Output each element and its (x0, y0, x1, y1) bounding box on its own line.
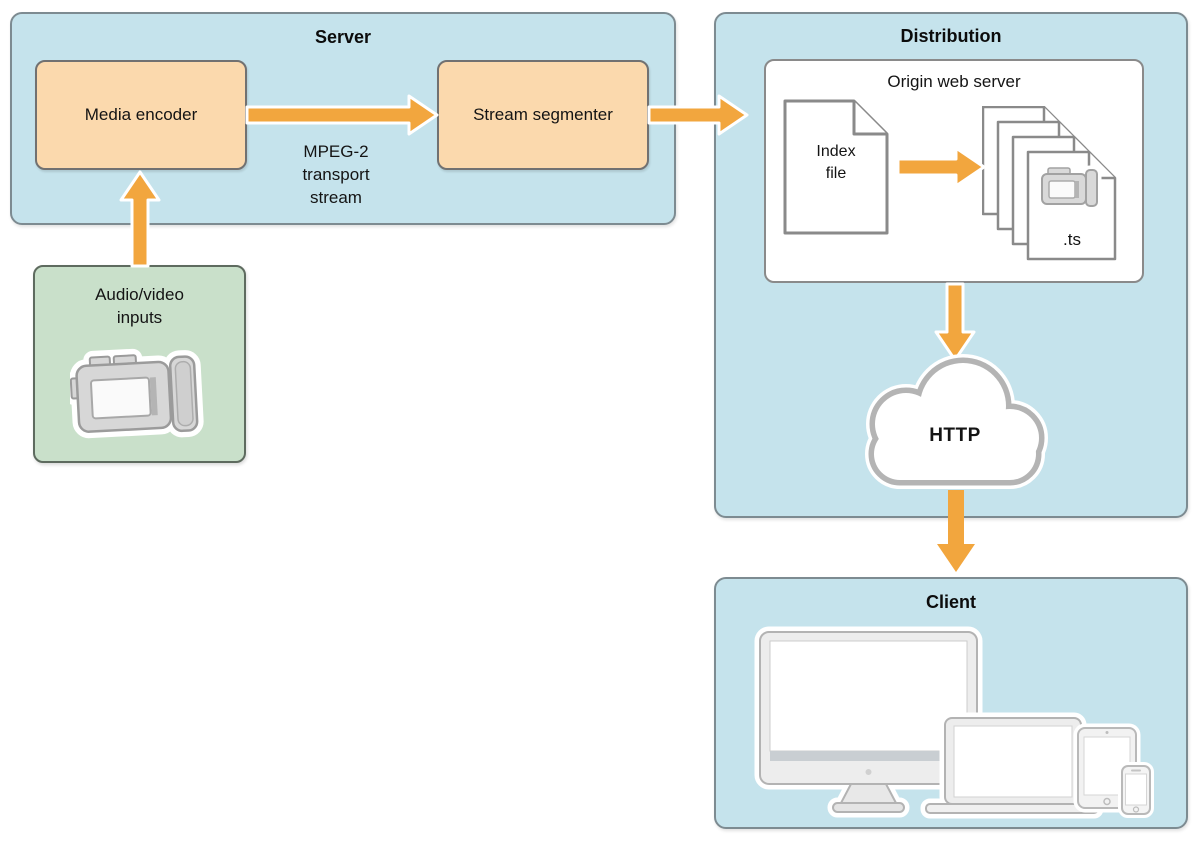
mpeg2-transport-stream-label: MPEG-2 transport stream (302, 142, 370, 207)
media-encoder-node: Media encoder (35, 60, 247, 170)
distribution-panel-title: Distribution (900, 26, 1002, 46)
stream-segmenter-label: Stream segmenter (473, 105, 613, 124)
ts-label: .ts (1063, 230, 1081, 249)
stream-segmenter-node: Stream segmenter (437, 60, 649, 170)
audio-video-inputs-label: Audio/video inputs (95, 285, 184, 327)
media-encoder-label: Media encoder (84, 105, 198, 124)
origin-web-server-title: Origin web server (887, 72, 1021, 91)
server-panel-title: Server (314, 27, 372, 47)
client-panel (714, 577, 1188, 829)
http-label: HTTP (929, 425, 981, 446)
index-file-label: Index file (816, 143, 856, 182)
client-panel-title: Client (925, 592, 976, 612)
